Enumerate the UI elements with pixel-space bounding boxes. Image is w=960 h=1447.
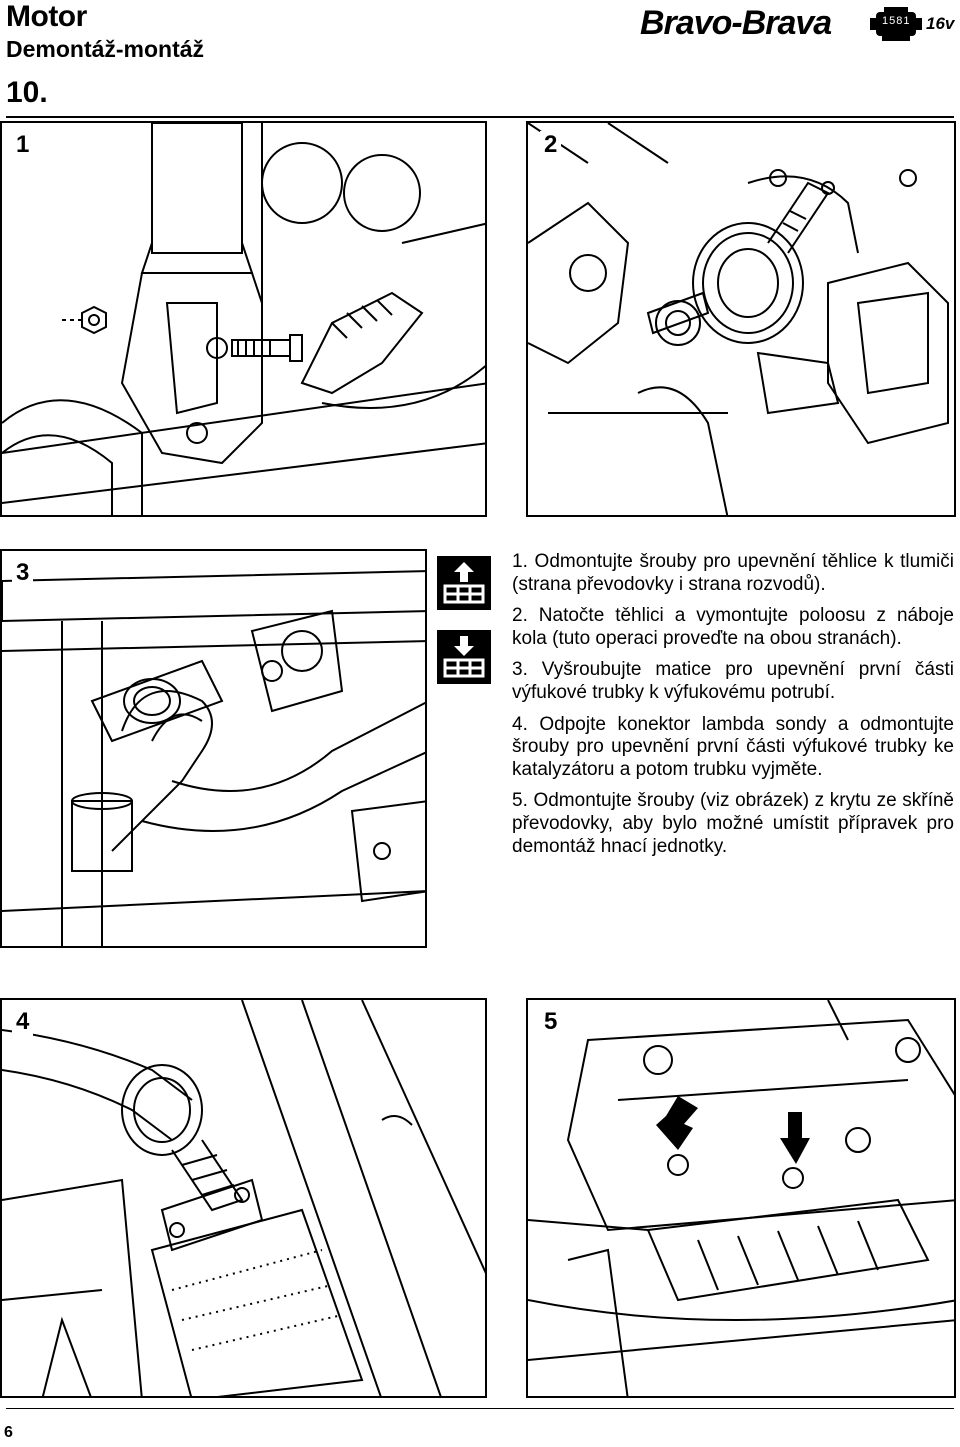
figure-3: 3 bbox=[0, 549, 427, 948]
figure-2: 2 bbox=[526, 121, 956, 517]
header-rule bbox=[6, 116, 954, 118]
figure-5: 5 bbox=[526, 998, 956, 1398]
engine-code: 1581 bbox=[882, 15, 911, 27]
instruction-step: 5. Odmontujte šrouby (viz obrázek) z kry… bbox=[512, 790, 954, 857]
engine-block-icon bbox=[870, 6, 922, 42]
figure-1: 1 bbox=[0, 121, 487, 517]
figure-4: 4 bbox=[0, 998, 487, 1398]
section-subtitle: Demontáž-montáž bbox=[6, 36, 205, 62]
section-number: 10. bbox=[6, 76, 48, 109]
figure-label: 3 bbox=[12, 559, 34, 587]
instruction-step: 3. Vyšroubujte matice pro upevnění první… bbox=[512, 659, 954, 703]
remove-component-icon bbox=[437, 556, 491, 610]
model-name: Bravo-Brava bbox=[640, 4, 832, 42]
figure-label: 1 bbox=[12, 131, 34, 159]
figure-label: 5 bbox=[540, 1008, 562, 1036]
section-title: Motor bbox=[6, 0, 87, 33]
figure-label: 2 bbox=[540, 131, 562, 159]
footer-rule bbox=[6, 1408, 954, 1409]
page-number: 6 bbox=[4, 1424, 13, 1441]
instruction-step: 1. Odmontujte šrouby pro upevnění těhlic… bbox=[512, 551, 954, 595]
instruction-step: 2. Natočte těhlici a vymontujte poloosu … bbox=[512, 605, 954, 649]
figure-label: 4 bbox=[12, 1008, 34, 1036]
instruction-step: 4. Odpojte konektor lambda sondy a odmon… bbox=[512, 713, 954, 780]
valves-label: 16v bbox=[926, 14, 955, 33]
install-component-icon bbox=[437, 630, 491, 684]
instructions: 1. Odmontujte šrouby pro upevnění těhlic… bbox=[512, 551, 954, 867]
